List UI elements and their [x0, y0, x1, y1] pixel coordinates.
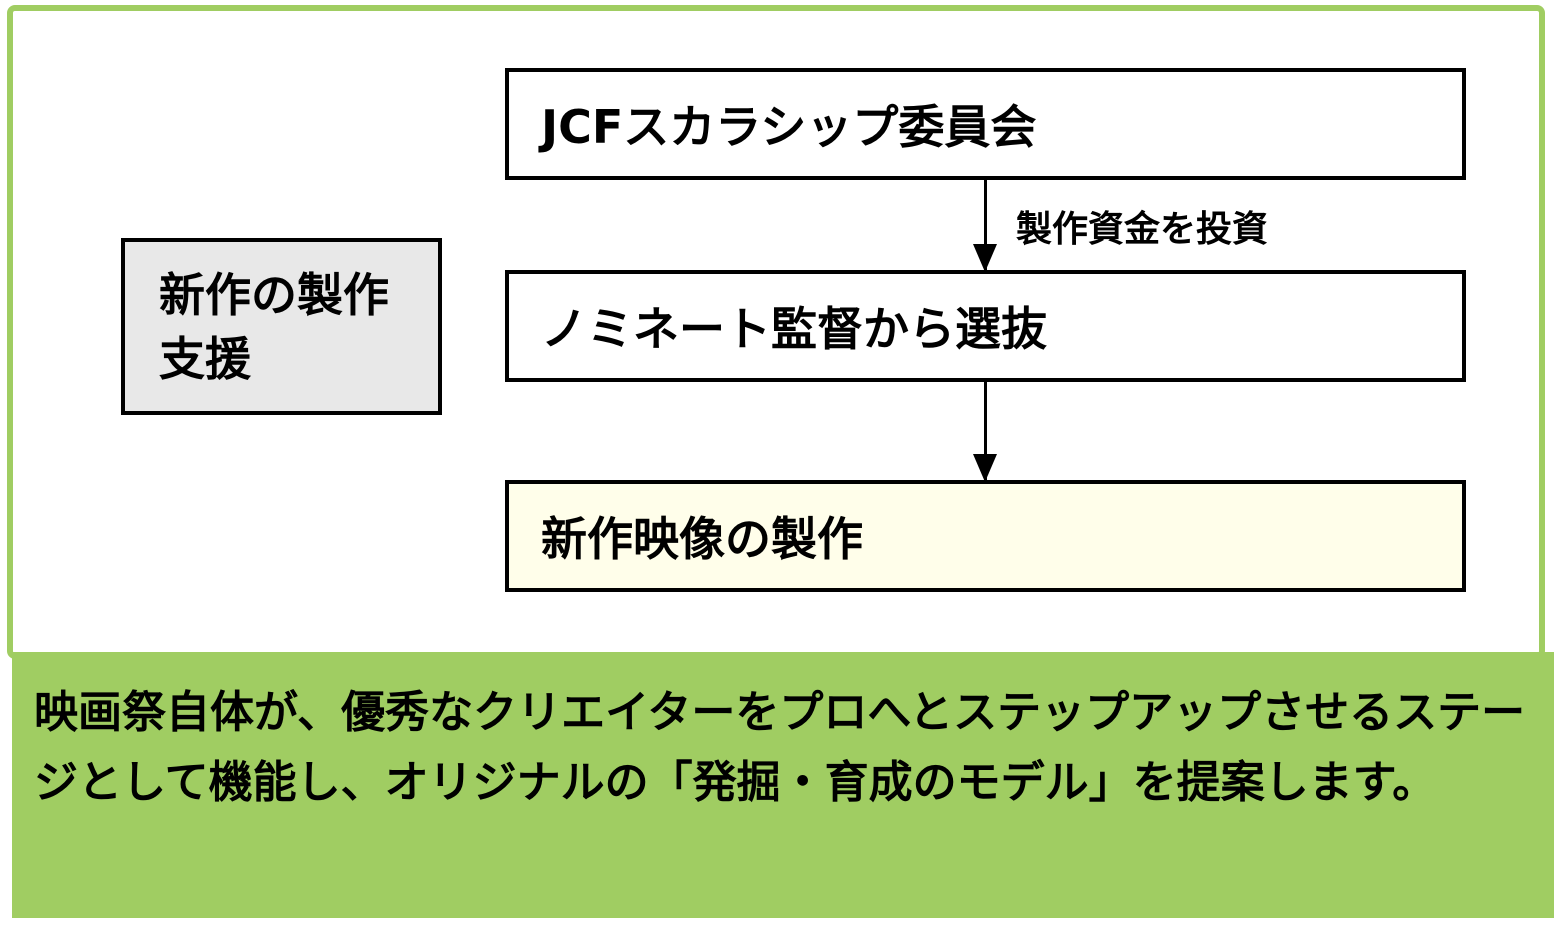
step-label: JCFスカラシップ委員会: [541, 100, 1037, 154]
summary-banner: 映画祭自体が、優秀なクリエイターをプロへとステップアップさせるステージとして機能…: [12, 652, 1554, 918]
step-label: 新作映像の製作: [541, 512, 863, 566]
step-label: ノミネート監督から選抜: [541, 302, 1047, 356]
step-box-committee: JCFスカラシップ委員会: [505, 68, 1466, 180]
arrow-label: 製作資金を投資: [1016, 209, 1269, 250]
step-box-selection: ノミネート監督から選抜: [505, 270, 1466, 382]
category-box: 新作の製作支援: [121, 238, 442, 415]
step-box-production: 新作映像の製作: [505, 480, 1466, 592]
category-label: 新作の製作支援: [159, 267, 389, 386]
arrow-down-icon: [973, 178, 997, 272]
arrow-down-icon: [973, 382, 997, 482]
summary-text: 映画祭自体が、優秀なクリエイターをプロへとステップアップさせるステージとして機能…: [34, 687, 1526, 808]
